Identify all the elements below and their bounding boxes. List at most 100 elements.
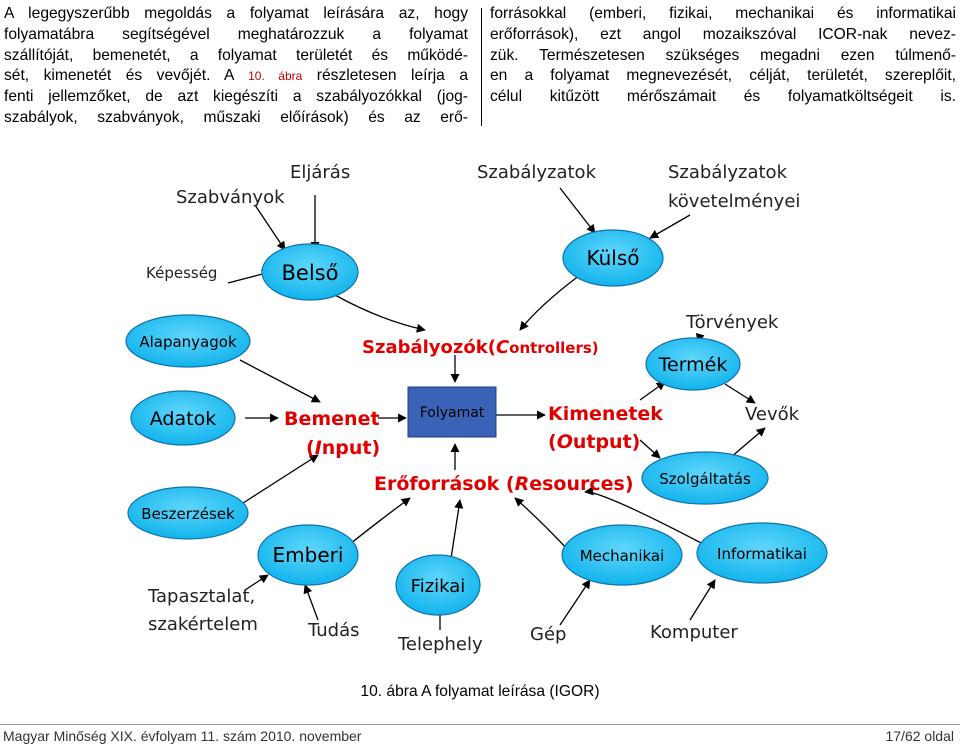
- process-label: Folyamat: [420, 405, 485, 421]
- label-szabalyzatok-kov-2: követelményei: [668, 191, 800, 212]
- figure-reference[interactable]: 10. ábra: [248, 69, 302, 83]
- arrow: [559, 187, 596, 234]
- ellipse-alapanyagok: [125, 314, 251, 368]
- label-szabalyzatok: Szabályzatok: [477, 162, 597, 183]
- text-line: célul kitűzött mérőszámait és folyamatkö…: [490, 88, 956, 106]
- heading-controllers-main: Szabályozók(: [362, 337, 496, 358]
- process-box: [407, 386, 497, 438]
- ellipse-beszerzesek: [127, 486, 249, 540]
- ellipse-kulso: [562, 229, 664, 287]
- text-line: forrásokkal (emberi, fizikai, mechanikai…: [490, 5, 956, 22]
- red-headings: Szabályozók(Controllers) Bemenet (Input)…: [284, 337, 663, 495]
- node-belso: Belső: [282, 261, 339, 285]
- arrow: [724, 383, 756, 404]
- arrow: [254, 204, 286, 251]
- node-szolgaltatas: Szolgáltatás: [659, 470, 751, 488]
- label-vevok: Vevők: [745, 404, 800, 425]
- ellipse-nodes: [125, 229, 828, 616]
- text-line-with-figref: sét, kimenetét és vevőjét. A 10. ábra ré…: [4, 66, 468, 87]
- node-kulso: Külső: [586, 246, 639, 270]
- text-line: en a folyamat megnevezését, célját, terü…: [490, 67, 956, 85]
- arrow: [449, 499, 464, 566]
- label-tapasztalat-2: szakértelem: [148, 614, 258, 635]
- arrow: [584, 486, 706, 546]
- ellipse-belso: [261, 243, 359, 301]
- left-column: A legegyszerűbb megoldás a folyamat leír…: [4, 4, 468, 129]
- label-tapasztalat-1: Tapasztalat,: [147, 586, 255, 607]
- ellipse-termek: [645, 337, 741, 391]
- arrow: [239, 359, 321, 403]
- ellipse-szolgaltatas: [641, 451, 769, 505]
- text-line: fenti jellemzőket, de azt kiegészíti a s…: [4, 88, 468, 106]
- arrow: [244, 574, 269, 591]
- label-szabalyzatok-kov-1: Szabályzatok: [668, 162, 788, 183]
- ellipse-fizikai: [395, 554, 481, 616]
- heading-resources: Erőforrások (Resources): [374, 473, 634, 495]
- ellipse-adatok: [130, 390, 236, 446]
- label-eljaras: Eljárás: [290, 162, 350, 183]
- label-tudas: Tudás: [307, 620, 360, 641]
- text-line: szállítóját, bemenetét, a folyamat terül…: [4, 46, 468, 64]
- arrow: [639, 439, 661, 459]
- heading-output-word: Kimenetek: [548, 403, 663, 425]
- label-kepesseg: Képesség: [146, 264, 217, 282]
- heading-output-paren: (Output): [548, 431, 640, 453]
- footer-divider: [0, 724, 960, 725]
- node-adatok: Adatok: [150, 408, 216, 430]
- text-line: szabályok, szabványok, műszaki előírások…: [4, 108, 468, 126]
- footer-page-number: 17/62 oldal: [885, 728, 954, 744]
- ellipse-mechanikai: [561, 524, 683, 586]
- heading-resources-rest: esources): [529, 473, 633, 495]
- footer-journal: Magyar Minőség XIX. évfolyam 11. szám 20…: [3, 728, 362, 744]
- heading-input-paren: (Input): [306, 437, 380, 459]
- heading-output-rest: utput): [573, 431, 641, 453]
- arrow: [514, 497, 571, 553]
- right-column: forrásokkal (emberi, fizikai, mechanikai…: [490, 4, 956, 108]
- column-divider: [481, 8, 482, 126]
- arrow: [344, 497, 411, 549]
- text-line: zük. Természetesen szükséges megadni eze…: [490, 46, 956, 64]
- node-emberi: Emberi: [273, 543, 344, 567]
- arrows: [227, 187, 766, 630]
- text-line-start: sét, kimenetét és vevőjét. A: [4, 67, 249, 85]
- heading-output-paren-open: (: [548, 431, 557, 453]
- heading-input-letter: I: [315, 437, 322, 459]
- label-komputer: Komputer: [650, 622, 738, 643]
- ellipse-emberi: [257, 524, 359, 586]
- heading-input-paren-open: (: [306, 437, 315, 459]
- heading-controllers: Szabályozók(Controllers): [362, 337, 599, 358]
- igor-diagram: Belső Külső Alapanyagok Adatok Beszerzés…: [0, 140, 960, 680]
- heading-controllers-rest: ontrollers): [509, 339, 599, 357]
- node-mechanikai: Mechanikai: [580, 547, 665, 565]
- free-labels: Eljárás Szabványok Képesség Szabályzatok…: [146, 162, 800, 655]
- figure-reference-word: ábra: [278, 69, 303, 84]
- arrow: [639, 381, 666, 401]
- figure-caption: 10. ábra A folyamat leírása (IGOR): [360, 683, 600, 700]
- arrow: [519, 274, 581, 331]
- heading-resources-word: Erőforrások (: [374, 473, 515, 495]
- heading-input-rest: nput): [322, 437, 380, 459]
- arrow: [303, 584, 319, 621]
- node-alapanyagok: Alapanyagok: [139, 333, 237, 351]
- arrow: [729, 427, 766, 459]
- text-line: A legegyszerűbb megoldás a folyamat leír…: [4, 5, 468, 22]
- ellipse-informatikai: [696, 522, 828, 584]
- heading-controllers-letter: C: [496, 337, 510, 358]
- diagram-svg: Belső Külső Alapanyagok Adatok Beszerzés…: [125, 162, 828, 655]
- text-line-rest: részletesen leírja a: [302, 67, 468, 85]
- text-line: erőforrások), ezt angol mozaikszóval ICO…: [490, 25, 956, 43]
- label-telephely: Telephely: [397, 634, 483, 655]
- heading-input-word: Bemenet: [284, 408, 380, 430]
- figure-reference-number: 10.: [248, 69, 265, 84]
- node-fizikai: Fizikai: [411, 576, 466, 597]
- node-termek: Termék: [658, 354, 728, 376]
- heading-output-letter: O: [557, 431, 573, 453]
- arrow: [689, 579, 716, 621]
- node-beszerzesek: Beszerzések: [141, 505, 235, 523]
- heading-resources-letter: R: [515, 473, 530, 495]
- label-torvenyek: Törvények: [685, 312, 779, 333]
- arrow: [649, 214, 691, 239]
- arrow: [334, 294, 426, 333]
- arrow: [239, 454, 319, 506]
- arrow: [559, 579, 591, 626]
